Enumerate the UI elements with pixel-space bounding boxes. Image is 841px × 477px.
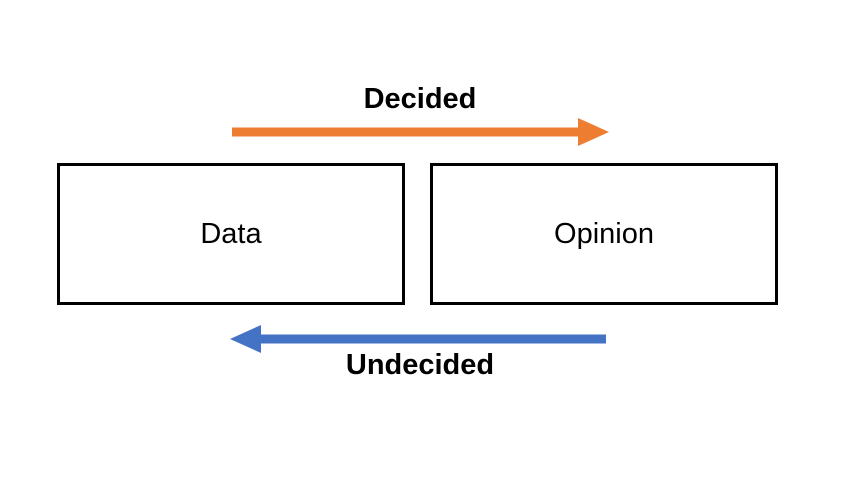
undecided-label: Undecided — [345, 349, 495, 381]
opinion-box-label: Opinion — [554, 217, 654, 250]
data-box-label: Data — [200, 217, 262, 250]
data-box: Data — [57, 163, 405, 305]
opinion-box: Opinion — [430, 163, 778, 305]
decided-label: Decided — [363, 83, 477, 115]
decided-right-arrow-icon — [232, 118, 609, 146]
